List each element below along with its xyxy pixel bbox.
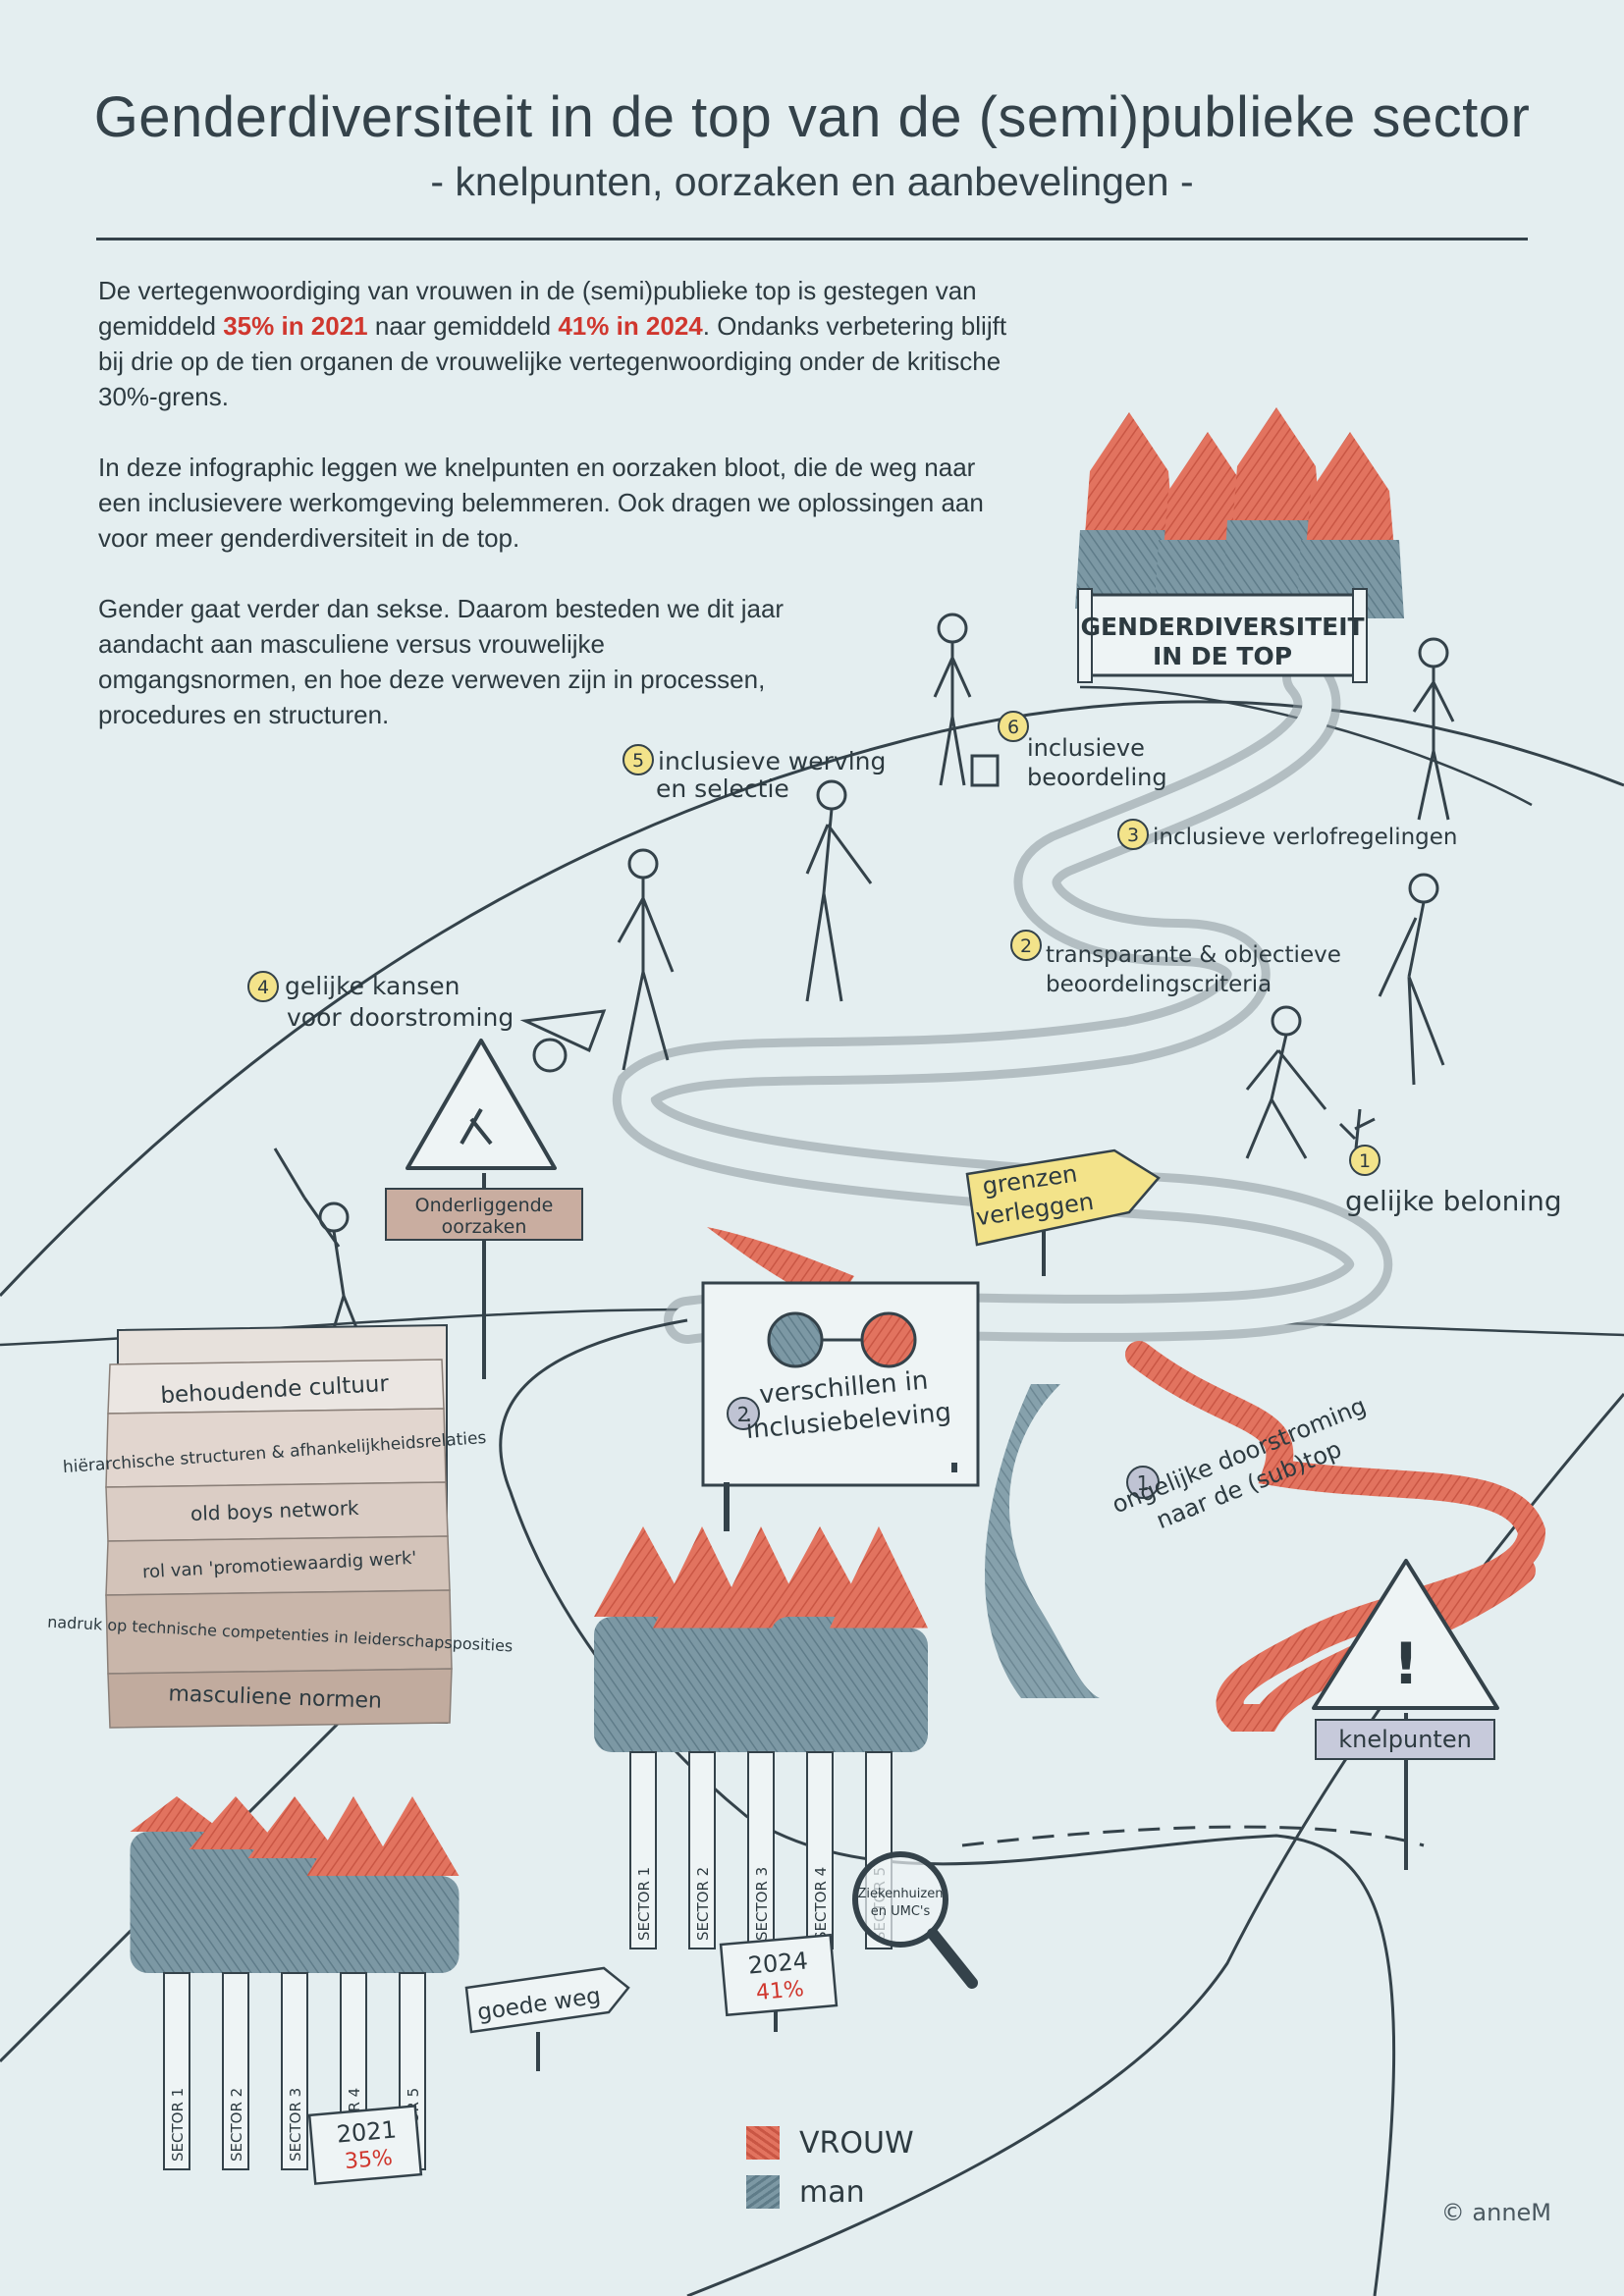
- forest-2021-tree-3-vrouw: [247, 1796, 342, 1858]
- magnifier-line1: Ziekenhuizen: [858, 1887, 944, 1901]
- intro-paragraph-2: In deze infographic leggen we knelpunten…: [98, 453, 984, 553]
- warning-exclamation: !: [1393, 1630, 1419, 1697]
- legend: VROUW man: [746, 2118, 914, 2216]
- intro-paragraph-1: De vertegenwoordiging van vrouwen in de …: [98, 276, 1007, 411]
- rec-5-line1: inclusieve werving: [658, 747, 886, 775]
- forest-2021-tree-1-vrouw: [130, 1796, 224, 1832]
- intro-text: De vertegenwoordiging van vrouwen in de …: [98, 273, 1021, 768]
- rec-4-line1: gelijke kansen: [285, 972, 460, 1000]
- forest-2021-sector-label-2: SECTOR 2: [228, 2088, 245, 2162]
- roadwork-sign: Onderliggende oorzaken: [385, 1039, 583, 1379]
- svg-text:1: 1: [1359, 1150, 1371, 1172]
- forest-2021-tree-5-man: [365, 1876, 460, 1973]
- magnifier-line2: en UMC's: [871, 1904, 931, 1919]
- rec-5-line2: en selectie: [656, 774, 789, 803]
- forest-2024-sector-label-1: SECTOR 1: [635, 1867, 653, 1941]
- forest-2021-year: 2021: [336, 2115, 398, 2148]
- forest-2021-sector-label-3: SECTOR 3: [287, 2088, 304, 2162]
- magnifier: Ziekenhuizen en UMC's: [852, 1851, 978, 1989]
- recommendation-2: 2 transparante & objectieve beoordelings…: [1010, 930, 1341, 997]
- legend-vrouw-label: VROUW: [799, 2125, 914, 2161]
- svg-text:3: 3: [1127, 825, 1139, 846]
- goal-sign: GENDERDIVERSITEIT IN DE TOP: [1077, 588, 1368, 683]
- page-title: Genderdiversiteit in de top van de (semi…: [93, 85, 1531, 149]
- forest-2021-tree-2-trunk: [222, 1972, 249, 2170]
- forest-2024-sector-label-3: SECTOR 3: [753, 1867, 771, 1941]
- forest-2024-tree-5-man: [830, 1628, 928, 1752]
- knelpunten-sign: ! knelpunten: [1312, 1559, 1499, 1870]
- recommendation-3: 3 inclusieve verlofregelingen: [1117, 819, 1458, 850]
- svg-text:6: 6: [1007, 717, 1019, 738]
- forest-2021-tree-4-vrouw: [306, 1796, 401, 1876]
- knelpunten-label: knelpunten: [1338, 1726, 1472, 1753]
- rec-3-text: inclusieve verlofregelingen: [1153, 825, 1458, 850]
- forest-2024-sector-label-4: SECTOR 4: [812, 1867, 830, 1941]
- oorzaken-sign-line1: Onderliggende: [415, 1195, 554, 1216]
- recommendation-4: 4 gelijke kansen voor doorstroming: [247, 971, 514, 1032]
- forest-2024-tree-5-vrouw: [830, 1526, 928, 1629]
- problem-1-number: 1: [1137, 1471, 1150, 1495]
- page-subtitle: - knelpunten, oorzaken en aanbevelingen …: [430, 159, 1194, 204]
- legend-man: man: [746, 2167, 914, 2216]
- legend-vrouw: VROUW: [746, 2118, 914, 2167]
- forest-2024-tree-4-vrouw: [771, 1526, 869, 1617]
- forest-2024-tree-4-trunk: [806, 1751, 834, 1949]
- stat-2021: 35% in 2021: [223, 311, 368, 341]
- forest-2021-sector-label-1: SECTOR 1: [169, 2088, 187, 2162]
- gardener-figures: [273, 613, 1455, 1346]
- stat-2024: 41% in 2024: [558, 311, 703, 341]
- recommendation-6: 6 inclusieve beoordeling: [998, 711, 1167, 791]
- oorzaken-sign-line2: oorzaken: [442, 1216, 527, 1238]
- legend-man-swatch: [746, 2175, 780, 2209]
- rec-1-text: gelijke beloning: [1345, 1185, 1562, 1217]
- forest-2021-tree-2-vrouw: [189, 1796, 283, 1849]
- grenzen-verleggen-sign: grenzen verleggen: [965, 1148, 1161, 1276]
- recommendation-1: 1 gelijke beloning: [1345, 1145, 1562, 1217]
- rec-2-line2: beoordelingscriteria: [1046, 972, 1272, 997]
- forest-2024-year: 2024: [747, 1947, 809, 1979]
- problem-2-number: 2: [737, 1403, 750, 1426]
- forest-2024-percent: 41%: [755, 1977, 805, 2005]
- forest-2021-sign: 2021 35%: [307, 2105, 423, 2185]
- legend-man-label: man: [799, 2174, 865, 2210]
- svg-text:2: 2: [1020, 935, 1032, 957]
- rec-4-line2: voor doorstroming: [287, 1003, 514, 1032]
- stream-vrouw: [1125, 1341, 1546, 1732]
- rec-6-line2: beoordeling: [1027, 764, 1167, 791]
- hill-outline: [0, 700, 1624, 1298]
- causes-strata: behoudende cultuur hiërarchische structu…: [47, 1323, 514, 1729]
- intro-paragraph-3: Gender gaat verder dan sekse. Daarom bes…: [98, 594, 785, 729]
- rec-6-line1: inclusieve: [1027, 734, 1145, 762]
- credit: © anneM: [1440, 2199, 1551, 2226]
- forest-2021-tree-3-trunk: [281, 1972, 308, 2170]
- rec-2-line1: transparante & objectieve: [1046, 942, 1341, 968]
- forest-2024-tree-1-vrouw: [594, 1526, 692, 1617]
- goal-sign-line2: IN DE TOP: [1153, 642, 1292, 670]
- forest-2024-sector-label-2: SECTOR 2: [694, 1867, 712, 1941]
- stream-man: [984, 1384, 1100, 1698]
- recommendation-5: 5 inclusieve werving en selectie: [623, 744, 886, 803]
- title-divider: [96, 238, 1528, 240]
- inclusie-billboard: 2 verschillen in inclusiebeleving: [701, 1281, 980, 1531]
- forest-2021-tree-1-trunk: [163, 1972, 190, 2170]
- forest-2024-tree-2-trunk: [688, 1751, 716, 1949]
- goal-sign-line1: GENDERDIVERSITEIT: [1080, 613, 1364, 641]
- svg-text:4: 4: [257, 977, 269, 998]
- legend-vrouw-swatch: [746, 2126, 780, 2160]
- forest-2024-tree-1-trunk: [629, 1751, 657, 1949]
- forest-2024-sign: 2024 41%: [719, 1933, 839, 2032]
- forest-2021-percent: 35%: [344, 2146, 394, 2174]
- forest-2021-tree-5-vrouw: [365, 1796, 460, 1876]
- goede-weg-sign: goede weg: [464, 1966, 630, 2071]
- svg-text:5: 5: [632, 750, 644, 772]
